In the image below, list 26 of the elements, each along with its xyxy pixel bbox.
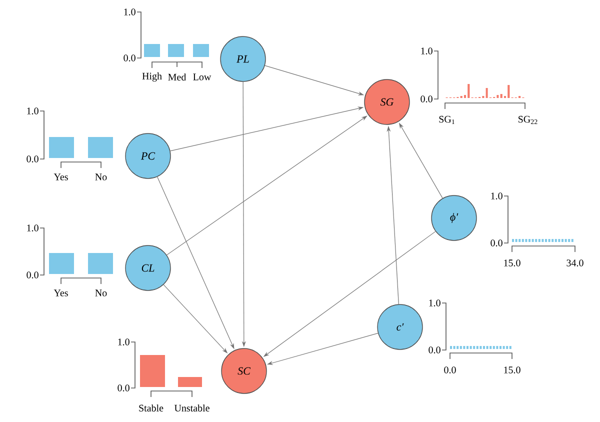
- category-label: Yes: [54, 290, 68, 296]
- tick-label: 0.0: [26, 272, 38, 278]
- category-label: 0.0: [444, 366, 456, 374]
- category-label: 15.0: [504, 366, 520, 374]
- tick-label: 0.0: [420, 96, 432, 102]
- category-label: 34.0: [566, 260, 584, 266]
- category-label: Yes: [54, 174, 68, 180]
- tick-label: 0.0: [118, 384, 130, 392]
- tick-label: 0.0: [26, 156, 38, 162]
- category-label: Stable: [139, 404, 164, 412]
- tick-label: 1.0: [429, 300, 440, 306]
- tick-label: 1.0: [491, 192, 502, 200]
- tick-label: 0.0: [490, 240, 502, 246]
- category-label: SG$_{22}$: [518, 116, 538, 124]
- category-label: No: [95, 174, 107, 180]
- tick-label: 1.0: [118, 338, 130, 346]
- category-label: No: [95, 290, 107, 296]
- tick-label: 1.0: [124, 8, 136, 16]
- tick-label: 1.0: [421, 48, 432, 54]
- tick-label: 0.0: [428, 346, 440, 354]
- category-label: High: [142, 72, 162, 82]
- tick-label: 1.0: [27, 224, 38, 232]
- category-label: Med: [168, 73, 186, 80]
- tick-label: 0.0: [124, 54, 136, 62]
- tick-label: 1.0: [27, 108, 38, 114]
- category-label: Low: [193, 74, 212, 80]
